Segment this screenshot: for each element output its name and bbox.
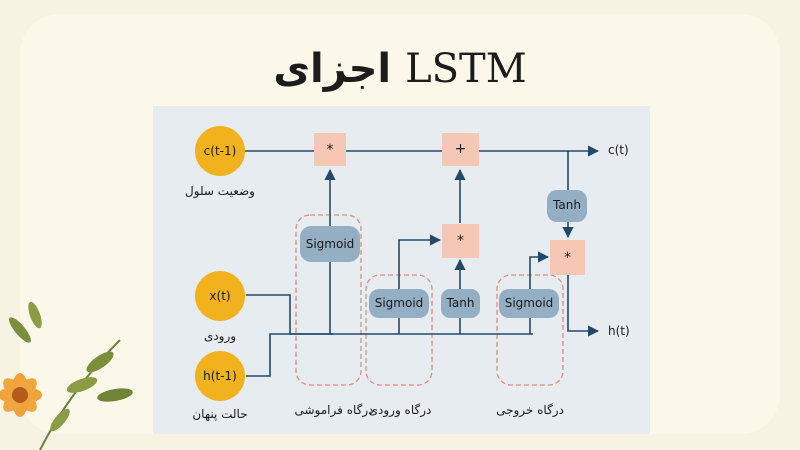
cell-tanh-label: Tanh [553, 198, 581, 212]
x-caption: ورودی [203, 329, 237, 343]
input-gate-caption: درگاه ورودی [368, 403, 432, 417]
input-multiply-box [442, 224, 479, 258]
hidden-prev-caption: حالت پنهان [192, 407, 248, 421]
slide-title: اجزای LSTM [0, 46, 800, 92]
tanh-label: Tanh [446, 296, 475, 310]
forget-multiply-symbol: * [326, 142, 334, 158]
forget-sigmoid-node [300, 226, 360, 262]
flower-decoration [0, 301, 133, 450]
hidden-prev-label: h(t-1) [203, 369, 237, 383]
flower-icon [0, 373, 42, 417]
cell-prev-label: c(t-1) [203, 144, 237, 158]
hidden-output-label: h(t) [608, 324, 630, 338]
output-multiply-box [550, 240, 585, 275]
x-circle [195, 271, 245, 321]
output-sigmoid-node [499, 289, 559, 318]
cell-prev-circle [195, 126, 245, 176]
title-latin: LSTM [405, 46, 527, 92]
output-sigmoid-label: Sigmoid [504, 296, 554, 310]
output-multiply-symbol: * [564, 250, 571, 266]
input-multiply-symbol: * [457, 233, 464, 249]
cell-output-label: c(t) [608, 143, 629, 157]
tanh-node [441, 289, 480, 318]
hidden-prev-line [246, 333, 290, 377]
input-sigmoid-label: Sigmoid [374, 296, 424, 310]
cell-prev-caption: وضعیت سلول [185, 184, 255, 198]
input-sig-to-mult [398, 234, 442, 289]
forget-gate-group [295, 214, 362, 386]
title-rtl: اجزای [273, 46, 392, 92]
forget-multiply-box [314, 133, 346, 166]
add-symbol: + [454, 141, 467, 157]
add-box [442, 133, 479, 166]
output-gate-caption: درگاه خروجی [496, 403, 564, 417]
forget-gate-caption: درگاه فراموشی [294, 403, 374, 417]
input-sigmoid-node [369, 289, 429, 318]
forget-sigmoid-label: Sigmoid [305, 237, 355, 251]
x-label: x(t) [209, 289, 231, 303]
cell-tanh-node [547, 190, 587, 222]
leaf-icon [9, 301, 133, 450]
output-sig-to-mult [529, 251, 550, 289]
hidden-prev-circle [195, 351, 245, 401]
out-mult-to-h [567, 275, 600, 337]
